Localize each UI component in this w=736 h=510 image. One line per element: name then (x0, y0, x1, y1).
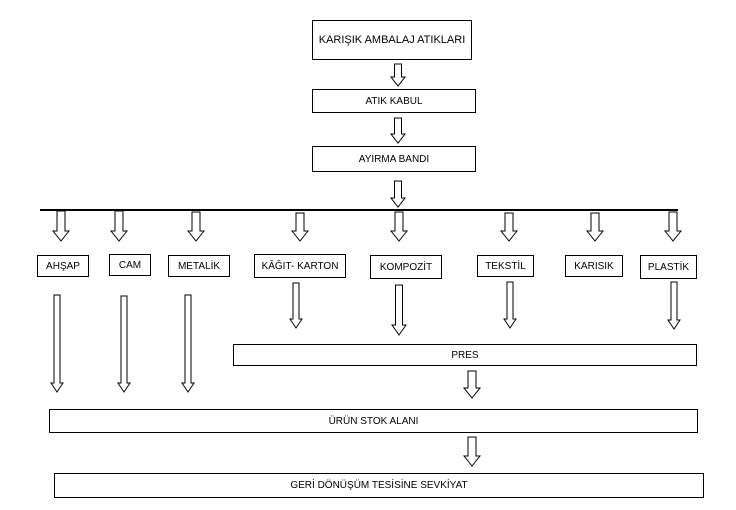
arrow-to-wood (51, 210, 71, 242)
box-label: CAM (118, 259, 142, 271)
box-label: KARISIK (574, 260, 614, 272)
arrow-composite-to-press (391, 284, 407, 336)
arrow-to-plastic (663, 211, 683, 242)
box-label: METALİK (177, 260, 221, 272)
arrow-paper-to-press (289, 282, 303, 329)
arrow-to-distribution-bus (389, 180, 407, 208)
box-label: ATIK KABUL (365, 95, 423, 107)
box-waste-acceptance: ATIK KABUL (312, 89, 476, 113)
arrow-to-glass (109, 210, 129, 242)
box-category-mixed: KARISIK (565, 255, 623, 277)
arrow-stock-to-shipment (462, 436, 482, 467)
arrow-to-mixed (585, 212, 605, 242)
distribution-bus (40, 209, 678, 211)
arrow-to-metal (186, 211, 206, 242)
arrow-textile-to-press (503, 281, 517, 329)
box-sorting-belt: AYIRMA BANDI (312, 146, 476, 172)
box-shipment-to-recycling: GERİ DÖNÜŞÜM TESİSİNE SEVKİYAT (54, 473, 704, 498)
box-label: AHŞAP (46, 260, 80, 272)
arrow-press-to-stock (462, 370, 482, 399)
box-category-metal: METALİK (168, 255, 230, 277)
arrow-plastic-to-press (667, 281, 681, 330)
box-label: KARIŞIK AMBALAJ ATIKLARI (318, 34, 466, 46)
box-label: GERİ DÖNÜŞÜM TESİSİNE SEVKİYAT (290, 480, 468, 491)
box-category-plastic: PLASTİK (640, 255, 697, 279)
box-label: PLASTİK (647, 261, 690, 273)
arrow-wood-to-stock (50, 294, 64, 393)
box-mixed-packaging-waste: KARIŞIK AMBALAJ ATIKLARI (312, 20, 472, 60)
box-product-stock-area: ÜRÜN STOK ALANI (49, 409, 698, 433)
box-category-composite: KOMPOZİT (370, 255, 442, 279)
arrow-metal-to-stock (181, 294, 195, 393)
box-category-wood: AHŞAP (37, 255, 89, 277)
box-label: KÂĞIT- KARTON (261, 260, 339, 272)
arrow-to-textile (499, 212, 519, 242)
box-label: KOMPOZİT (379, 261, 433, 273)
arrow-to-paper-cardboard (290, 212, 310, 242)
box-category-glass: CAM (109, 254, 151, 276)
box-label: AYIRMA BANDI (358, 153, 430, 165)
box-label: ÜRÜN STOK ALANI (328, 415, 419, 427)
box-category-paper-cardboard: KÂĞIT- KARTON (254, 254, 346, 278)
box-label: PRES (451, 349, 479, 361)
box-label: TEKSTİL (485, 260, 526, 272)
arrow-to-waste-acceptance (389, 63, 407, 87)
box-category-textile: TEKSTİL (477, 255, 534, 277)
arrow-to-sorting-belt (389, 117, 407, 144)
box-press: PRES (233, 344, 697, 366)
arrow-glass-to-stock (117, 295, 131, 393)
arrow-to-composite (389, 211, 409, 242)
